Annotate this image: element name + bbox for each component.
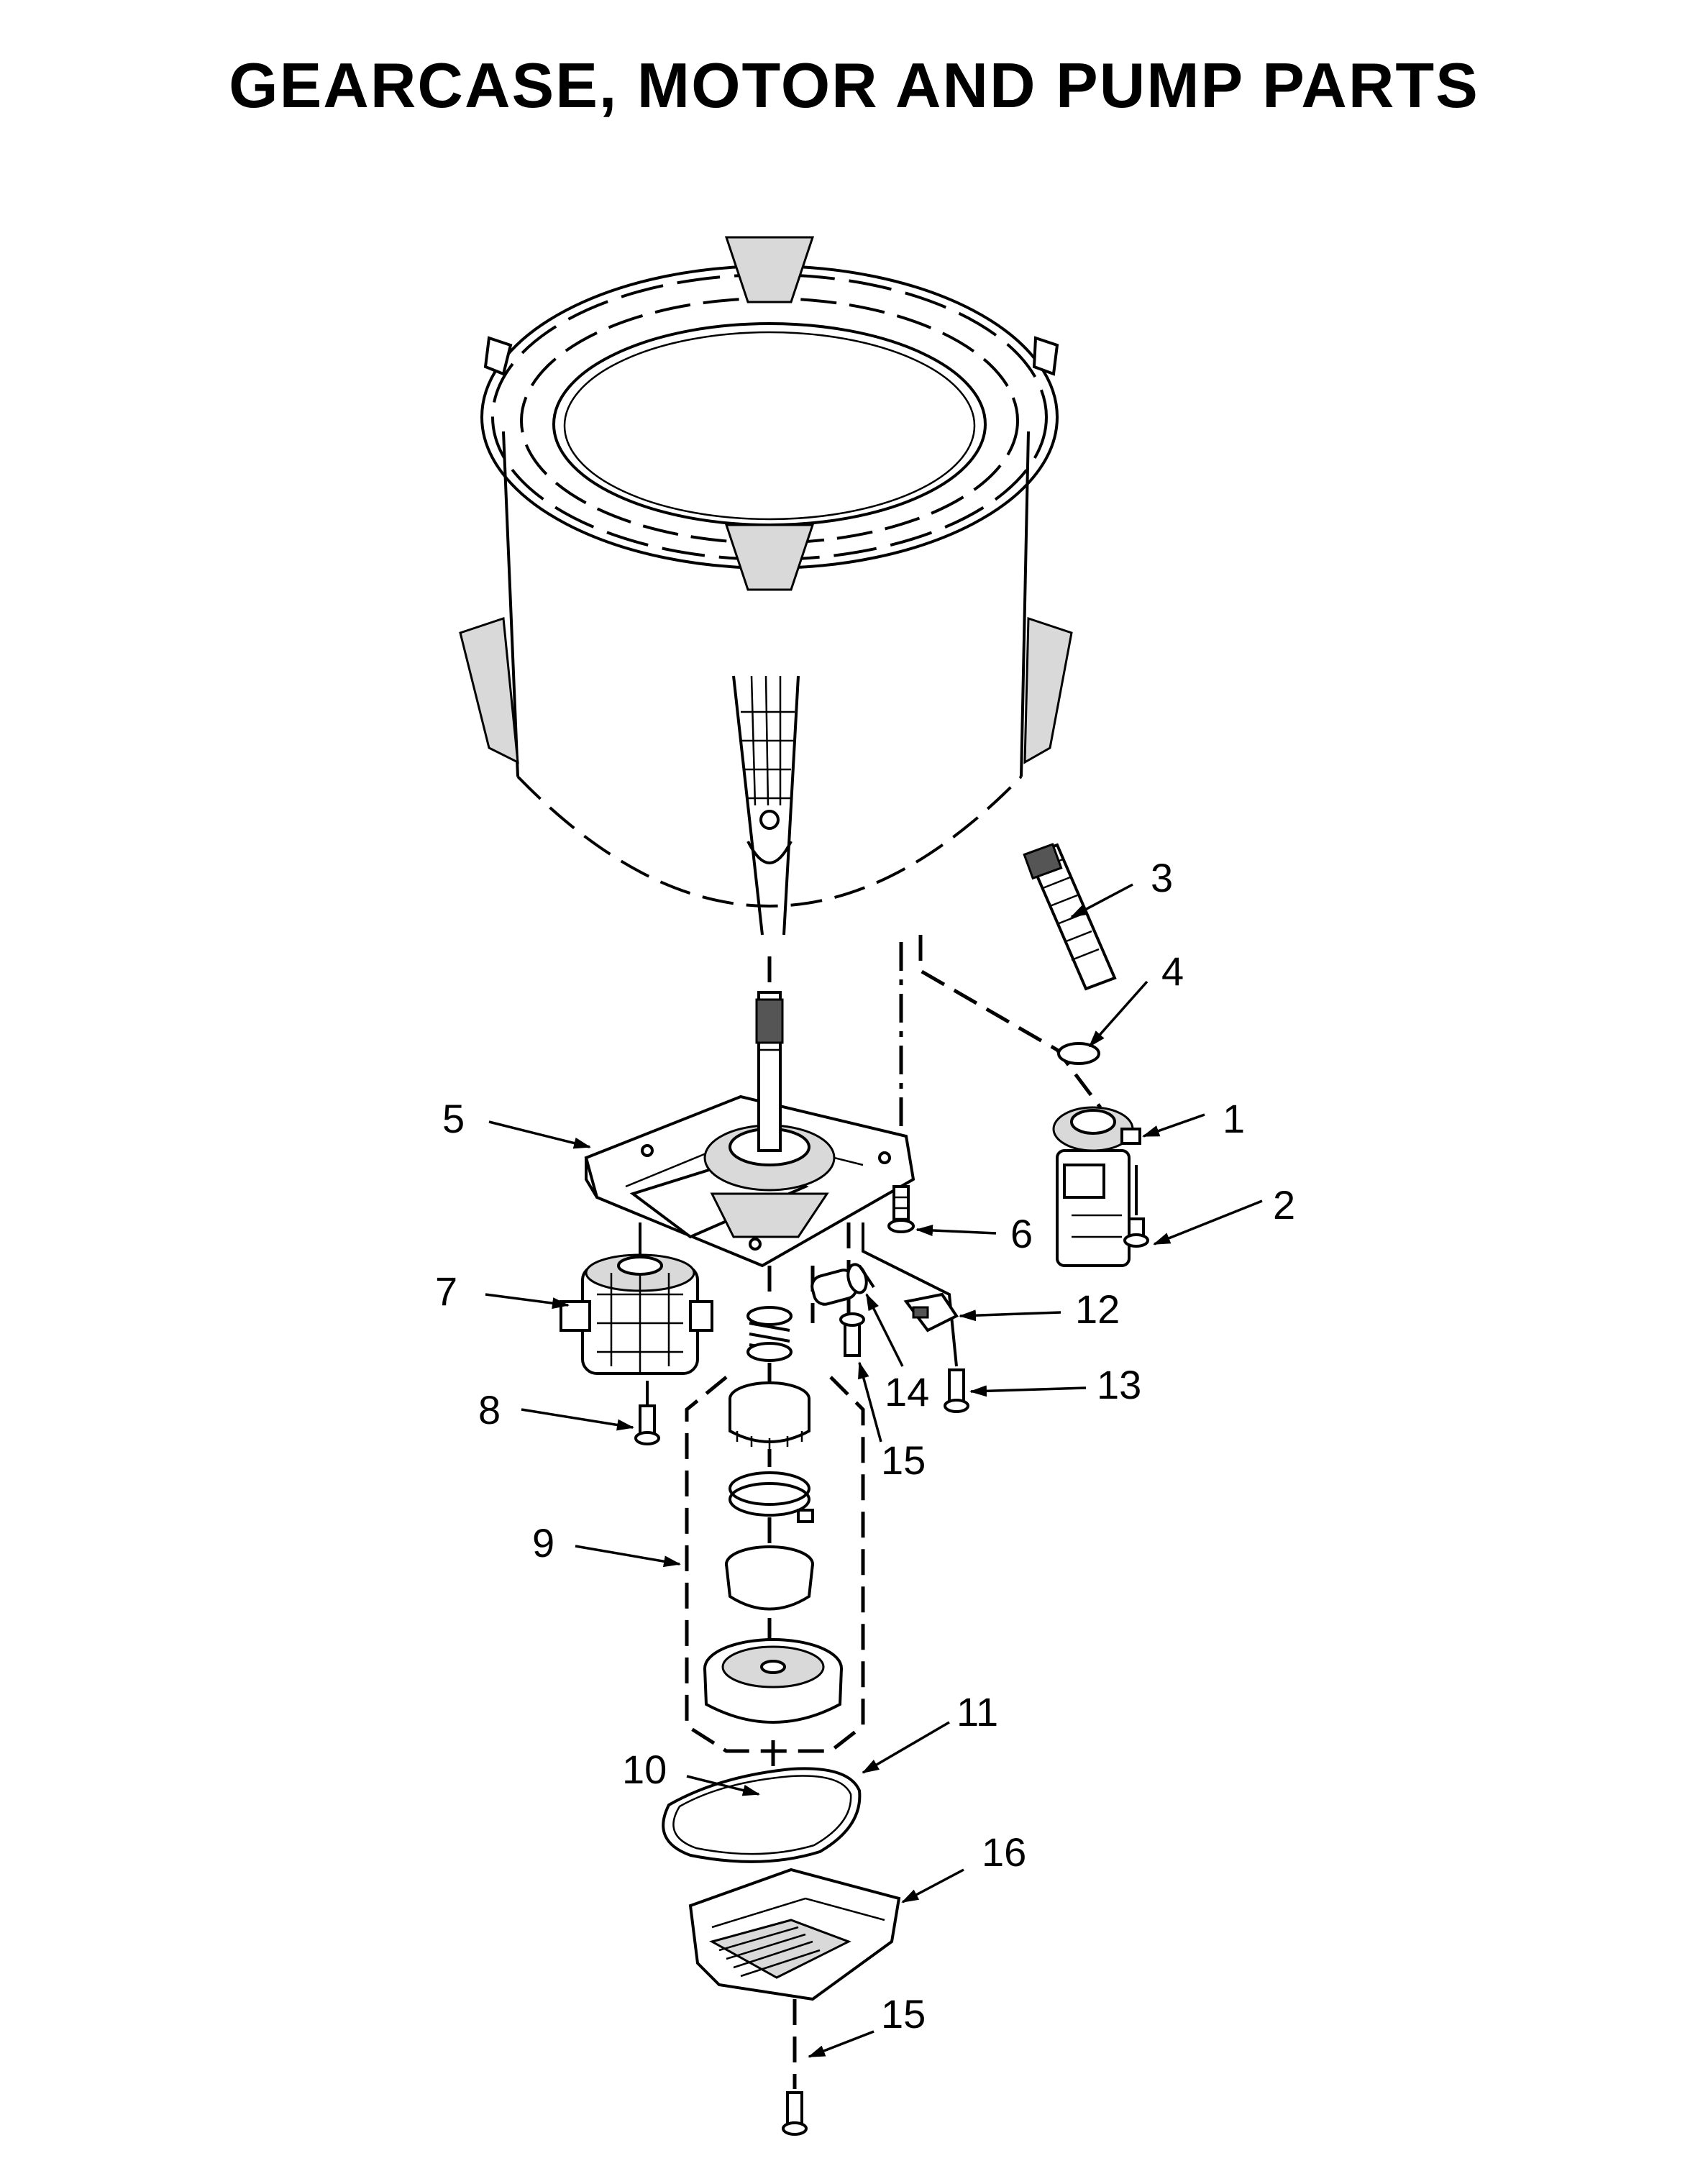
callout-13: 13	[1097, 1362, 1141, 1407]
capacitor-screw	[839, 1312, 865, 1357]
page-title: GEARCASE, MOTOR AND PUMP PARTS	[229, 50, 1479, 121]
drive-motor	[560, 1222, 713, 1375]
drain-pump	[1052, 1106, 1141, 1267]
callout-15b: 15	[881, 1991, 926, 2037]
motor-capacitor	[810, 1263, 875, 1306]
cover-screw	[782, 2091, 808, 2136]
switch-screw	[944, 1368, 969, 1413]
gearcase-assembly	[584, 991, 915, 1268]
callout-8: 8	[478, 1387, 501, 1432]
gearcase-screw	[887, 1185, 915, 1233]
callout-4: 4	[1161, 949, 1184, 994]
pump-screw	[1123, 1165, 1149, 1248]
hose-clamp	[1057, 1042, 1100, 1065]
pump-cover	[688, 1868, 901, 2001]
callout-11: 11	[956, 1689, 998, 1734]
leader-lines	[485, 883, 1263, 2058]
lid-switch	[903, 1292, 959, 1333]
outer-tub	[459, 236, 1073, 908]
clutch-assembly	[685, 1306, 865, 1753]
callout-labels: 1 2 3 4 5 6 7 8 9 10 11 12 13 14 15 15 1…	[435, 855, 1295, 2037]
callout-15a: 15	[881, 1438, 926, 1483]
motor-screw	[634, 1381, 660, 1445]
callout-6: 6	[1010, 1211, 1033, 1256]
drain-hose	[1023, 843, 1117, 991]
callout-7: 7	[435, 1269, 457, 1314]
callout-3: 3	[1151, 855, 1173, 900]
callout-9: 9	[532, 1520, 554, 1566]
callout-12: 12	[1075, 1286, 1120, 1332]
callout-16: 16	[982, 1829, 1026, 1875]
callout-1: 1	[1223, 1096, 1245, 1141]
callout-2: 2	[1273, 1182, 1295, 1228]
callout-10: 10	[622, 1747, 667, 1792]
tub-column-support	[732, 675, 800, 936]
callout-5: 5	[442, 1096, 465, 1141]
callout-14: 14	[885, 1369, 929, 1414]
